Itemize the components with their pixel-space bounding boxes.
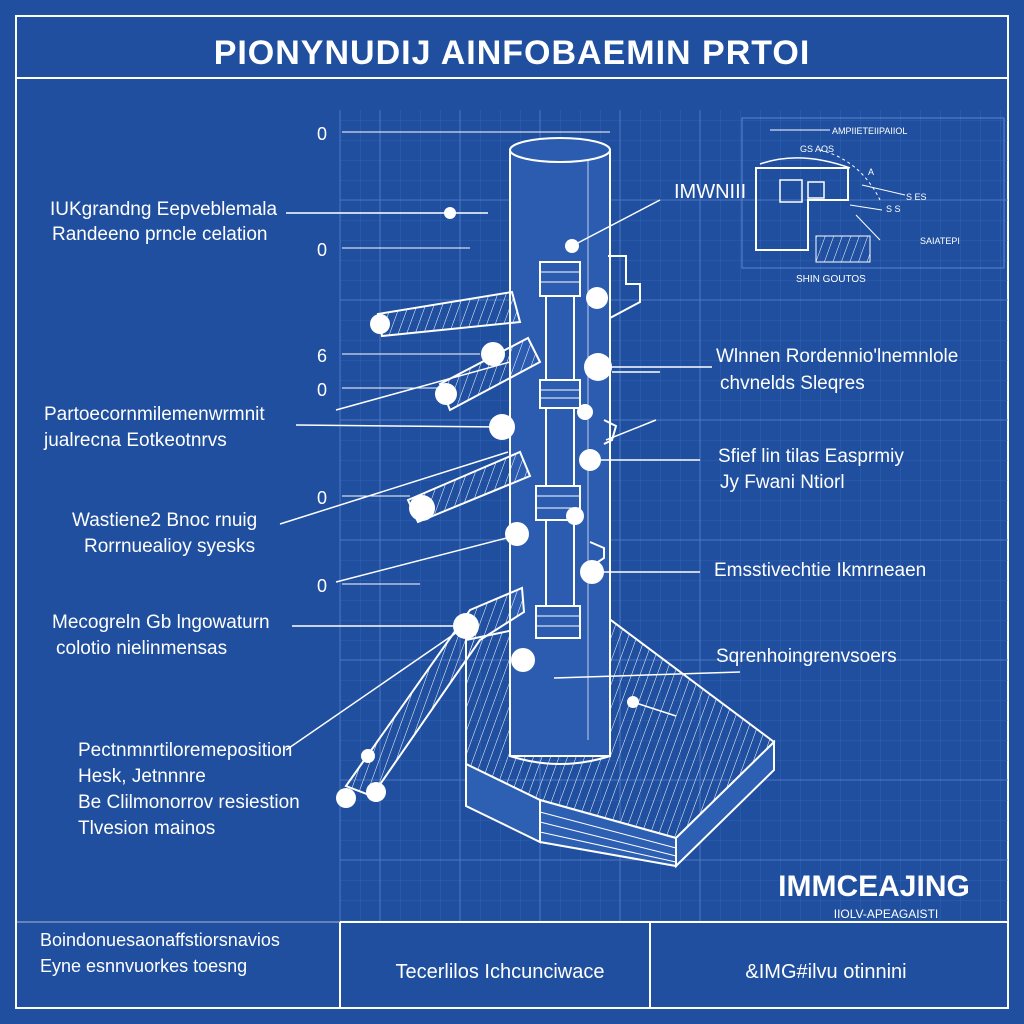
node-dot [336, 788, 356, 808]
node-dot [370, 314, 390, 334]
right-annotation-2-line-1: Sfief lin tilas Easprmiy [718, 446, 904, 467]
scale-mark: 0 [317, 576, 327, 596]
left-annotation-3-line-1: Wastiene2 Bnoc rnuig [72, 510, 257, 531]
left-annotation-5-line-3: Be Clilmonorrov resiestion [78, 792, 300, 813]
stamp-title: IMMCEAJING [778, 870, 970, 903]
left-annotation-5-line-1: Pectnmnrtiloremeposition [78, 740, 292, 761]
node-dot [511, 648, 535, 672]
scale-mark: 6 [317, 346, 327, 366]
node-dot [409, 495, 435, 521]
scale-marks: 0 0 6 0 0 0 [317, 124, 610, 596]
node-dot [586, 287, 608, 309]
leader-lines [279, 199, 741, 751]
inset-label-6: SAIATEPI [920, 236, 960, 246]
inset-label-1: AMPIIETEIIPAIIOL [832, 126, 907, 136]
blueprint-title: PIONYNUDIJ AINFOBAEMIN PRTOI [214, 34, 811, 72]
node-dot [366, 782, 386, 802]
left-annotations: IUKgrandng Eepveblemala Randeeno prncle … [43, 199, 300, 839]
scale-mark: 0 [317, 488, 327, 508]
scale-mark: 0 [317, 380, 327, 400]
left-annotation-2-line-2: jualrecna Eotkeotnrvs [43, 430, 227, 451]
right-annotation-1-line-1: Wlnnen Rordennio'lnemnlole [716, 346, 958, 367]
inset-label-5: S S [886, 204, 901, 214]
left-annotation-4-line-1: Mecogreln Gb lngowaturn [52, 612, 270, 633]
arms [344, 290, 542, 798]
left-annotation-5-line-2: Hesk, Jetnnnre [78, 766, 206, 787]
scale-mark: 0 [317, 124, 327, 144]
footer-left-line-2: Eyne esnnvuorkes toesng [40, 956, 247, 976]
central-spindle [535, 261, 581, 639]
right-annotation-1-line-2: chvnelds Sleqres [720, 373, 865, 394]
left-annotation-5-line-4: Tlvesion mainos [78, 818, 215, 839]
stamp-block: IMMCEAJING IIOLV-APEAGAISTI [778, 870, 970, 921]
right-annotation-4: Sqrenhoingrenvsoers [716, 646, 897, 667]
node-dot [361, 749, 375, 763]
node-dot [481, 342, 505, 366]
footer-center-label: Tecerlilos Ichcunciwace [396, 961, 605, 983]
left-annotation-1-line-2: Randeeno prncle celation [52, 224, 268, 245]
left-annotation-3-line-2: Rorrnuealioy syesks [84, 536, 255, 557]
inset-label-7: SHIN GOUTOS [796, 274, 866, 285]
title-block: Boindonuesaonaffstiorsnavios Eyne esnnvu… [16, 921, 1008, 1008]
node-dot [505, 522, 529, 546]
inset-label-3: A [868, 167, 874, 177]
footer-left-line-1: Boindonuesaonaffstiorsnavios [40, 930, 280, 950]
scale-mark: 0 [317, 240, 327, 260]
inset-label-2: GS AOS [800, 144, 834, 154]
node-dot [577, 404, 593, 420]
node-dot [435, 383, 457, 405]
inset-label-4: S ES [906, 192, 927, 202]
right-annotations: Wlnnen Rordennio'lnemnlole chvnelds Sleq… [714, 346, 958, 667]
right-annotation-2-line-2: Jy Fwani Ntiorl [720, 472, 845, 493]
stamp-subtitle: IIOLV-APEAGAISTI [834, 907, 938, 921]
top-label: IMWNIII [674, 181, 746, 203]
right-annotation-3: Emsstivechtie Ikmrneaen [714, 560, 926, 581]
left-annotation-2-line-1: Partoecornmilemenwrmnit [44, 404, 265, 425]
node-dot [566, 507, 584, 525]
left-annotation-4-line-2: colotio nielinmensas [56, 638, 227, 659]
detail-inset: AMPIIETEIIPAIIOL GS AOS A S ES S S SAIAT… [741, 117, 1005, 285]
footer-right-label: &IMG#ilvu otinnini [745, 961, 906, 983]
left-annotation-1-line-1: IUKgrandng Eepveblemala [50, 199, 278, 220]
